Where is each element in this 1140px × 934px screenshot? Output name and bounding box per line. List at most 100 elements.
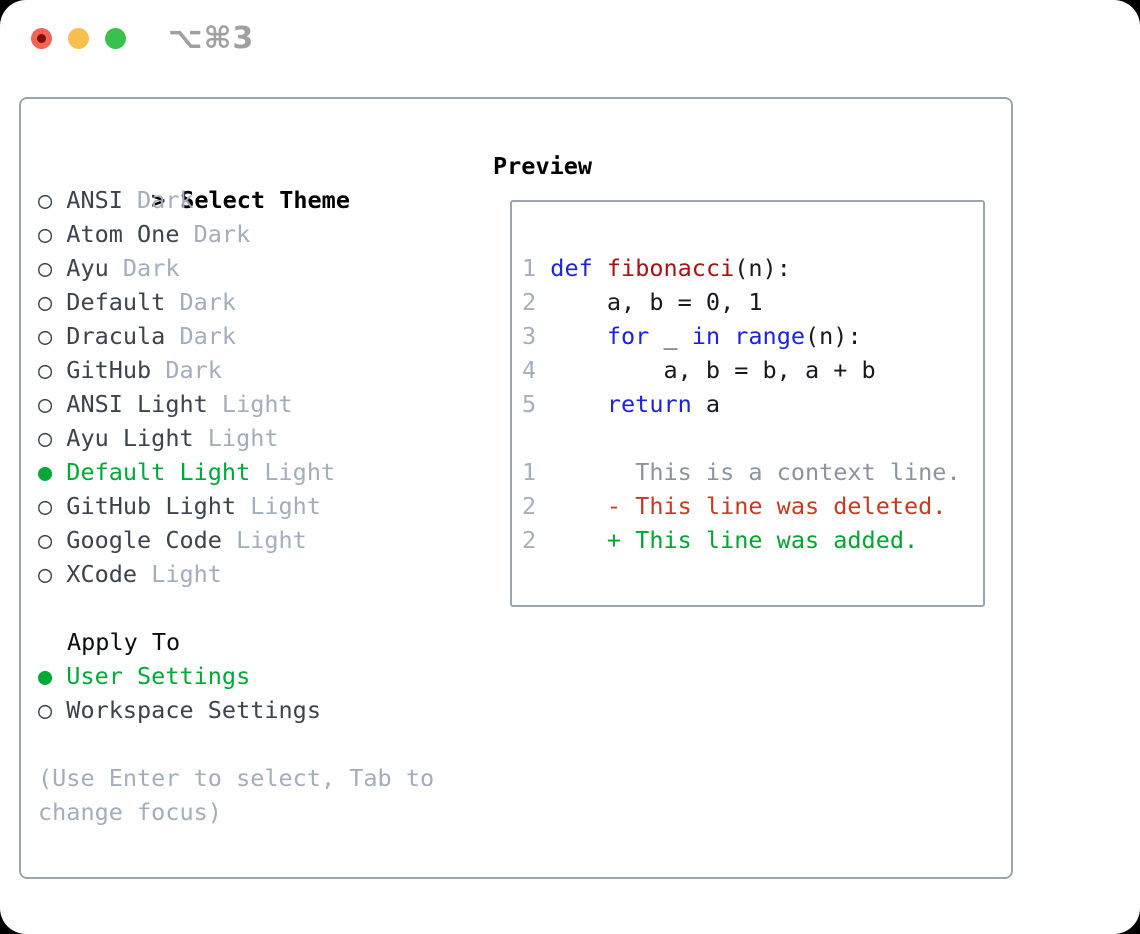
code-token [550, 390, 607, 418]
code-token: This is a context line. [550, 458, 961, 486]
theme-variant: Dark [179, 220, 251, 248]
code-token: a, b = b, a + b [550, 356, 876, 384]
code-token: (n): [805, 322, 862, 350]
code-token: return [606, 390, 692, 418]
theme-name: Ayu Light [66, 424, 194, 452]
code-line: 4 a, b = b, a + b [522, 353, 983, 387]
theme-dialog: >Select Theme ○ ANSI Dark○ Atom One Dark… [19, 97, 1013, 879]
theme-variant: Light [250, 458, 336, 486]
radio-icon: ○ [38, 696, 67, 724]
radio-icon: ○ [38, 424, 67, 452]
theme-variant: Dark [108, 254, 180, 282]
line-number: 2 [522, 526, 551, 554]
theme-variant: Light [193, 424, 279, 452]
apply-option-user-settings[interactable]: ● User Settings [38, 659, 478, 693]
radio-icon: ○ [38, 492, 67, 520]
theme-variant: Light [236, 492, 321, 520]
theme-list: ○ ANSI Dark○ Atom One Dark○ Ayu Dark○ De… [38, 183, 478, 591]
select-theme-title: Select Theme [180, 186, 350, 214]
theme-name: Default Light [66, 458, 251, 486]
theme-name: ANSI Light [66, 390, 208, 418]
apply-to-header: Apply To [67, 628, 181, 656]
theme-option-ayu[interactable]: ○ Ayu Dark [38, 251, 478, 285]
hint-text: (Use Enter to select, Tab to change focu… [38, 764, 435, 826]
code-line: 3 for _ in range(n): [522, 319, 983, 353]
theme-option-atom-one[interactable]: ○ Atom One Dark [38, 217, 478, 251]
code-line: 5 return a [522, 387, 983, 421]
radio-icon: ○ [38, 390, 67, 418]
window-shortcut-label: ⌥⌘3 [168, 21, 255, 56]
radio-icon: ○ [38, 560, 67, 588]
code-token: for [606, 322, 650, 350]
code-token: range [734, 322, 805, 350]
apply-option-workspace-settings[interactable]: ○ Workspace Settings [38, 693, 478, 727]
radio-icon: ○ [38, 254, 67, 282]
theme-option-ansi-light[interactable]: ○ ANSI Light Light [38, 387, 478, 421]
code-token [593, 254, 607, 282]
theme-option-google-code[interactable]: ○ Google Code Light [38, 523, 478, 557]
code-line: 2 + This line was added. [522, 523, 983, 557]
theme-option-ayu-light[interactable]: ○ Ayu Light Light [38, 421, 478, 455]
theme-name: XCode [66, 560, 138, 588]
radio-selected-icon: ● [38, 662, 67, 690]
preview-header: Preview [493, 152, 593, 180]
theme-option-default[interactable]: ○ Default Dark [38, 285, 478, 319]
line-number: 5 [522, 390, 551, 418]
line-number: 2 [522, 288, 551, 316]
code-token [720, 322, 734, 350]
theme-name: Google Code [66, 526, 222, 554]
minimize-button[interactable] [68, 28, 89, 49]
code-token: - This line was deleted. [550, 492, 947, 520]
line-number: 4 [522, 356, 551, 384]
radio-icon: ○ [38, 186, 67, 214]
theme-option-ansi[interactable]: ○ ANSI Dark [38, 183, 478, 217]
theme-option-github-light[interactable]: ○ GitHub Light Light [38, 489, 478, 523]
line-number: 1 [522, 458, 551, 486]
theme-variant: Dark [165, 322, 237, 350]
code-token: + This line was added. [550, 526, 919, 554]
code-token [550, 322, 607, 350]
theme-name: Default [66, 288, 166, 316]
theme-option-xcode[interactable]: ○ XCode Light [38, 557, 478, 591]
theme-variant: Dark [151, 356, 222, 384]
radio-icon: ○ [38, 288, 67, 316]
code-line: 2 - This line was deleted. [522, 489, 983, 523]
code-token: def [550, 254, 593, 282]
code-token: (n): [734, 254, 791, 282]
theme-name: GitHub [66, 356, 152, 384]
theme-option-dracula[interactable]: ○ Dracula Dark [38, 319, 478, 353]
theme-picker-column: >Select Theme ○ ANSI Dark○ Atom One Dark… [38, 149, 478, 829]
theme-name: GitHub Light [66, 492, 237, 520]
close-button[interactable] [31, 28, 52, 49]
theme-name: ANSI [66, 186, 123, 214]
code-line: 1 This is a context line. [522, 455, 983, 489]
theme-option-default-light[interactable]: ● Default Light Light [38, 455, 478, 489]
theme-name: Ayu [66, 254, 109, 282]
line-number: 2 [522, 492, 551, 520]
radio-icon: ○ [38, 322, 67, 350]
apply-to-list: ● User Settings○ Workspace Settings [38, 659, 478, 727]
line-number: 3 [522, 322, 551, 350]
code-token: a [691, 390, 721, 418]
theme-name: Atom One [66, 220, 180, 248]
radio-icon: ○ [38, 220, 67, 248]
code-preview: 1 def fibonacci(n): 2 a, b = 0, 1 3 for _ … [512, 202, 983, 557]
radio-icon: ○ [38, 526, 67, 554]
theme-variant: Light [137, 560, 222, 588]
window-titlebar: ⌥⌘3 [31, 21, 255, 56]
theme-variant: Light [221, 526, 307, 554]
select-theme-header: >Select Theme [38, 149, 478, 214]
theme-variant: Dark [165, 288, 237, 316]
code-token: _ [649, 322, 692, 350]
zoom-button[interactable] [105, 28, 126, 49]
radio-selected-icon: ● [38, 458, 67, 486]
code-line [522, 421, 983, 455]
theme-option-github[interactable]: ○ GitHub Dark [38, 353, 478, 387]
code-token: in [691, 322, 721, 350]
radio-icon: ○ [38, 356, 67, 384]
preview-pane: 1 def fibonacci(n): 2 a, b = 0, 1 3 for _ … [510, 200, 985, 607]
code-line: 1 def fibonacci(n): [522, 251, 983, 285]
apply-option-label: User Settings [66, 662, 251, 690]
code-token: a, b = 0, 1 [550, 288, 763, 316]
